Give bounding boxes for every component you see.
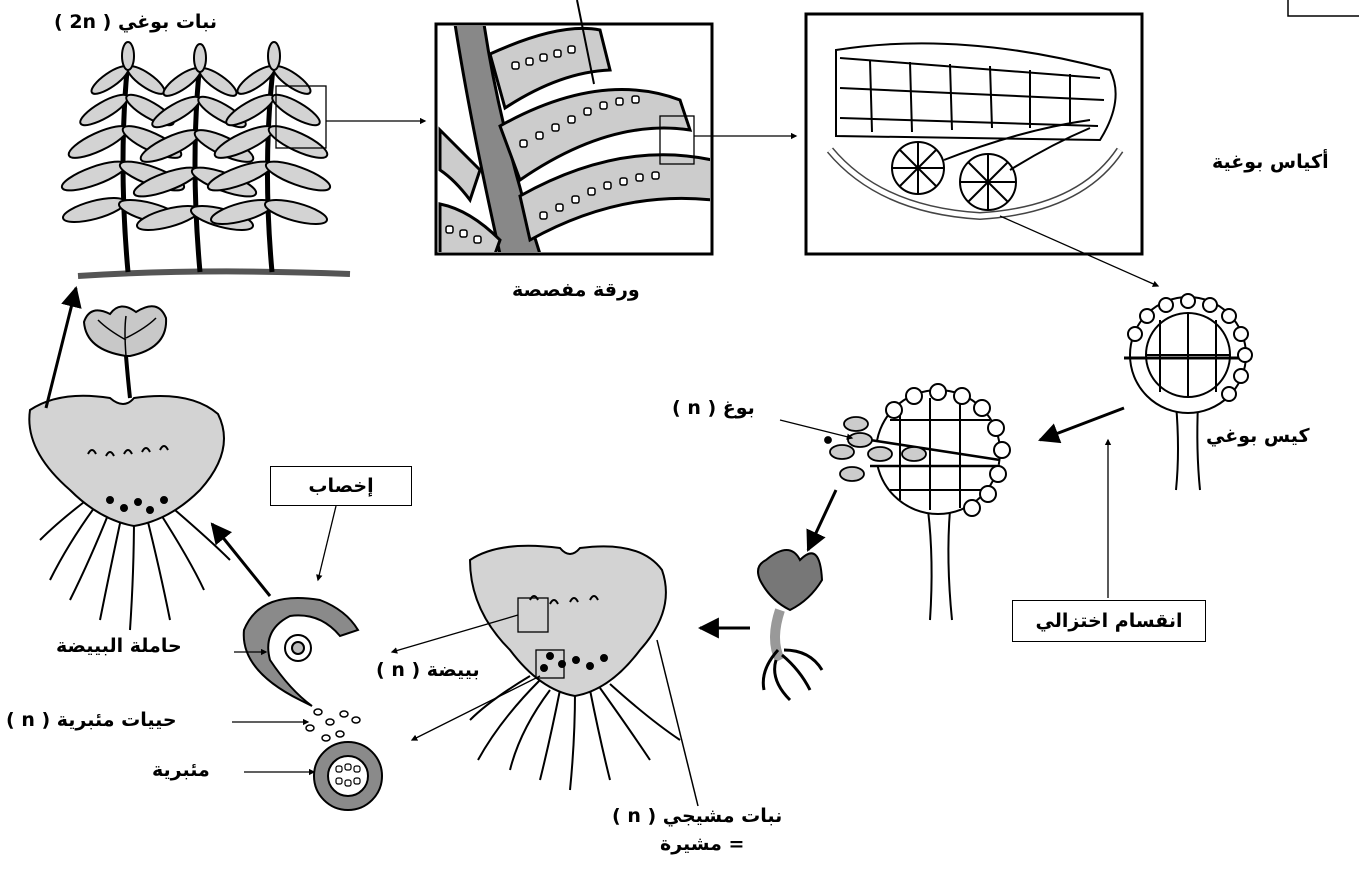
arrow-spore-to-prothallus (808, 490, 836, 550)
arrow-to-young-sporophyte (212, 524, 270, 596)
fertilization-pointer (318, 506, 336, 580)
gametophyte-pointer (657, 640, 698, 806)
archegonium-label: حاملة البييضة (56, 636, 182, 658)
spore-pointer (780, 420, 852, 438)
gametophyte-label-line1: نبات مشيجي ( n ) (612, 806, 782, 828)
leaf-section-drawing (806, 14, 1142, 254)
antheridium-label: مئبرية (152, 760, 210, 782)
sporophyte-label: نبات بوغي ( 2n ) (54, 12, 217, 34)
sporangium-label: كيس بوغي (1206, 426, 1310, 448)
sperm-label: حييات مئبرية ( n ) (6, 710, 177, 732)
gametophyte-drawing (470, 546, 680, 790)
fertilization-box: إخصاب (270, 466, 412, 506)
sporangia-label: أكياس بوغية (1212, 152, 1329, 174)
spore-label: بوغ ( n ) (672, 398, 755, 420)
antheridium-drawing (314, 742, 382, 810)
young-prothallus-drawing (758, 550, 822, 700)
sporangium-drawing (1124, 294, 1252, 490)
sporophyte-fern-drawing (59, 42, 350, 276)
arrow-to-antheridium (412, 676, 540, 740)
egg-label: بييضة ( n ) (376, 660, 480, 682)
corner-frame (1288, 0, 1359, 16)
arrow-to-mature-sporophyte (46, 288, 76, 408)
enlarged-leaf-drawing (436, 0, 712, 254)
gametophyte-label-line2: = مشيرة (660, 834, 744, 856)
open-sporangium-drawing (870, 384, 1010, 620)
enlarged-leaf-label: ورقة مفصصة (512, 280, 640, 302)
meiosis-box: انقسام اختزالي (1012, 600, 1206, 642)
sperm-cells (306, 709, 360, 741)
arrow-sporangium-to-open (1040, 408, 1124, 440)
